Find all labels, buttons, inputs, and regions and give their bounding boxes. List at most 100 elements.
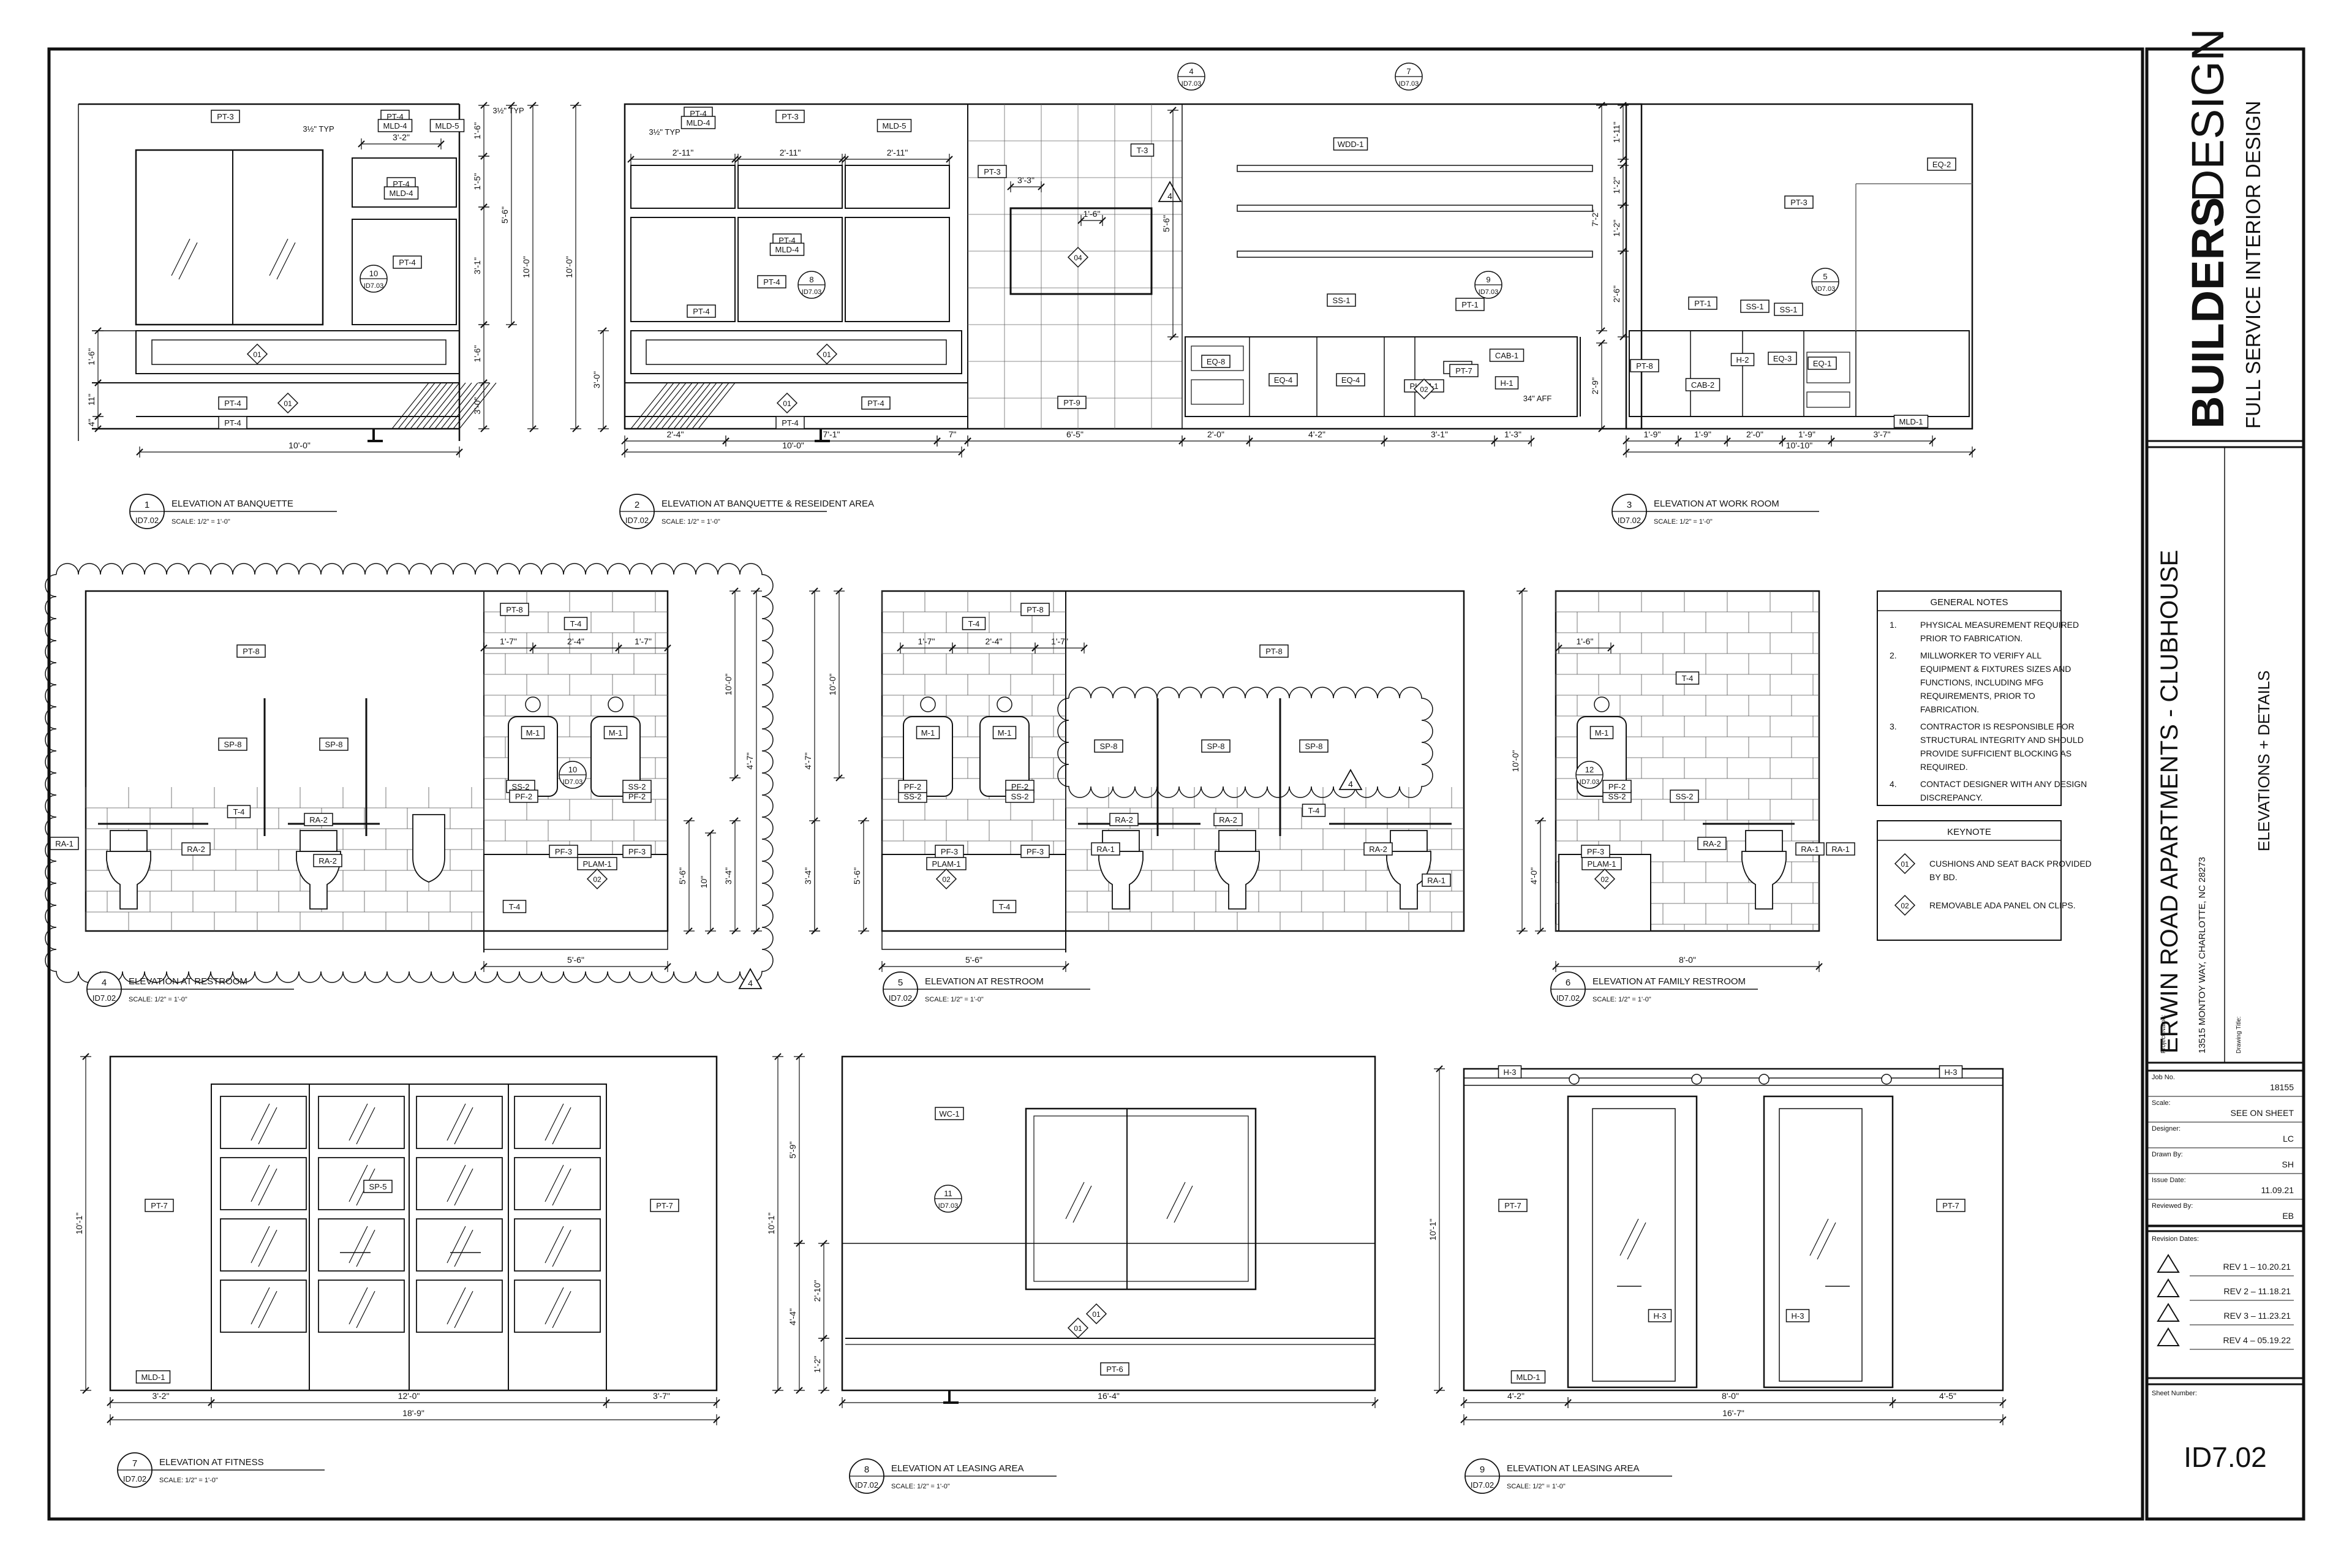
tag-box (962, 617, 986, 630)
tag-box (1130, 143, 1155, 157)
tag-box (687, 304, 716, 318)
toilet-bowl (106, 851, 151, 910)
dim-text: 4'-4" (788, 1308, 797, 1325)
keynote-number: 02 (942, 875, 951, 884)
toilet-tank (1745, 830, 1783, 852)
toilet (1741, 830, 1787, 910)
material-tag: PF-3 (1020, 845, 1050, 858)
title-number: 4 (102, 978, 107, 988)
tag-text: EQ-2 (1932, 160, 1951, 169)
tag-text: PT-4 (399, 258, 415, 267)
material-tag: PT-7 (1498, 1199, 1528, 1212)
material-tag: PT-9 (1057, 396, 1087, 409)
tag-text: SS-2 (1608, 792, 1626, 801)
material-tag: WDD-1 (1333, 137, 1368, 151)
mirror-frame (903, 716, 953, 797)
dim-text: 1'-11" (1611, 122, 1621, 143)
keynote-diamond: 01 (246, 343, 268, 365)
dim-text: 1'-6" (1084, 209, 1101, 219)
diamond-shape (1413, 378, 1435, 400)
tag-text: M-1 (998, 728, 1011, 737)
tag-box (650, 1199, 679, 1212)
dim-text: 7'-1" (823, 429, 840, 439)
triangle-shape (1338, 769, 1363, 790)
dimension-v: 1'-11" (1611, 102, 1629, 163)
material-tag: H-3 (1939, 1065, 1963, 1079)
tag-text: PT-8 (506, 605, 522, 614)
material-tag: PF-3 (1581, 845, 1610, 858)
info-value: SEE ON SHEET (2231, 1108, 2294, 1118)
barn-door-roller (1881, 1074, 1892, 1085)
note-line: STRUCTURAL INTEGRITY AND SHOULD (1920, 735, 2084, 745)
urinal (412, 814, 445, 883)
title-number: 3 (1627, 500, 1632, 510)
keynote-number: 01 (1901, 860, 1909, 869)
tag-text: PF-2 (1011, 782, 1028, 791)
sheet-number: Sheet Number:ID7.02 (2146, 1383, 2305, 1520)
material-tag: PF-2 (1005, 780, 1035, 793)
revision-text: REV 2 – 11.18.21 (2224, 1286, 2291, 1296)
dimension-v: 5'-6" (1161, 107, 1178, 341)
tag-box (1498, 1199, 1528, 1212)
material-tag: PT-7 (1936, 1199, 1966, 1212)
material-tag: RA-1 (1422, 873, 1451, 887)
title-sheet: ID7.02 (625, 516, 649, 525)
material-tag: EQ-3 (1768, 352, 1797, 365)
material-tag: M-1 (992, 726, 1017, 739)
tag-text: T-4 (570, 619, 582, 628)
dimension-v: 3'-0" (472, 379, 489, 432)
tag-text: PF-2 (515, 792, 532, 801)
material-tag: CAB-2 (1685, 378, 1721, 391)
tag-box (181, 842, 211, 856)
tag-box (1768, 352, 1797, 365)
note-number: 3. (1890, 722, 1897, 731)
material-tag: PT-4 (757, 275, 786, 288)
tag-box (50, 837, 79, 850)
keynote-line: CUSHIONS AND SEAT BACK PROVIDED (1929, 859, 2092, 869)
dim-text: 10'-10" (1786, 440, 1812, 450)
dimension-v: 3'-4" (803, 817, 820, 935)
keynote-number: 02 (593, 875, 601, 884)
dim-text: 1'-7" (918, 636, 935, 646)
tag-text: EQ-4 (1341, 375, 1360, 385)
title-text: ELEVATION AT BANQUETTE & RESEIDENT AREA (662, 499, 874, 509)
material-tag: SS-2 (898, 790, 927, 803)
tag-text: PF-3 (1587, 847, 1604, 856)
project-info: Project Name:ERWIN ROAD APARTMENTS - CLU… (2146, 446, 2305, 1064)
rev-triangle (2157, 1278, 2180, 1297)
dim-text: 10'-0" (521, 256, 531, 278)
note-number: 1. (1890, 620, 1897, 630)
tag-box (935, 1107, 964, 1120)
tag-text: PT-8 (1027, 605, 1043, 614)
rev-triangle (2157, 1254, 2180, 1273)
title-text: ELEVATION AT LEASING AREA (1507, 1463, 1639, 1474)
tag-text: SP-8 (1305, 742, 1323, 751)
revision-triangle: 4 (1338, 769, 1363, 790)
material-tag: MLD-1 (135, 1370, 171, 1384)
tag-text: PT-8 (1265, 647, 1282, 656)
tag-text: RA-2 (187, 845, 205, 854)
tag-box (1670, 790, 1699, 803)
info-label: Drawn By: (2152, 1151, 2183, 1158)
revision-number: 4 (1167, 191, 1172, 201)
revision-triangle: 4 (1158, 181, 1182, 202)
dim-text: 10'-1" (1428, 1219, 1438, 1241)
elevation-2-frame (624, 103, 1643, 430)
tag-box (978, 165, 1007, 178)
dimension-v: 2'-6" (1611, 247, 1629, 341)
material-tag: T-4 (962, 617, 986, 630)
tag-box (393, 255, 422, 269)
note-line: FUNCTIONS, INCLUDING MFG (1920, 677, 2043, 687)
dim-text: 3'-1" (472, 257, 482, 274)
tag-box (1784, 195, 1814, 209)
revision-text: REV 3 – 11.23.21 (2224, 1311, 2291, 1321)
dimension-h: 1'-6" (1077, 209, 1106, 226)
tag-box (500, 603, 529, 616)
note-line: DISCREPANCY. (1920, 793, 1983, 802)
material-tag: M-1 (916, 726, 940, 739)
title-scale: SCALE: 1/2" = 1'-0" (662, 518, 720, 526)
dim-text: 2'-6" (1611, 285, 1621, 303)
